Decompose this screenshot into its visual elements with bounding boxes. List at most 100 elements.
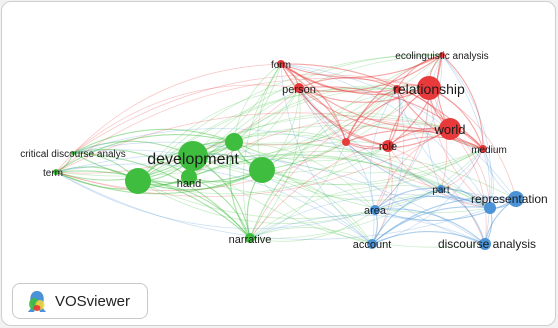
link-narrative-world [249,128,451,239]
node-r_small[interactable] [342,138,350,146]
link-g_small-role [233,141,389,162]
link-medium-r_form2 [396,88,484,150]
link-narrative-medium [249,148,484,239]
node-critical[interactable] [71,151,75,155]
link-term-medium [55,112,484,173]
link-ecolinguistic-r_small [345,54,443,143]
link-term-account [55,163,373,245]
node-g_big[interactable] [125,168,151,194]
link-ecolinguistic-discourse [441,54,491,245]
vosviewer-logo-badge: VOSviewer [12,283,148,319]
node-account[interactable] [367,239,377,249]
link-r_form2-account [371,88,405,245]
label-medium[interactable]: medium [471,145,507,156]
label-development[interactable]: development [147,151,239,168]
node-g_mid[interactable] [249,157,275,183]
link-development-medium [192,148,484,185]
label-discourse[interactable]: discourse analysis [438,237,536,251]
link-representation-area [374,198,517,222]
link-narrative-relationship [249,87,430,239]
node-narrative[interactable] [245,233,255,243]
link-development-ecolinguistic [192,54,443,157]
node-ecolinguistic[interactable] [439,52,445,58]
link-world-r_small [345,128,451,149]
node-area[interactable] [370,205,380,215]
label-representation[interactable]: representation [471,192,548,206]
node-relationship[interactable] [417,76,441,100]
label-part[interactable]: part [432,185,449,196]
link-g_mid-account [261,169,373,245]
label-account[interactable]: account [353,239,392,251]
label-critical[interactable]: critical discourse analys [20,149,126,160]
link-account-b_small [371,206,491,245]
node-person[interactable] [294,83,304,93]
node-medium[interactable] [479,145,487,153]
link-part-area [374,187,442,211]
link-ecolinguistic-r_form2 [396,54,443,90]
node-term[interactable] [53,169,59,175]
node-representation[interactable] [508,191,524,207]
link-g_small-relationship [233,87,430,146]
link-term-narrative [55,170,251,239]
label-role[interactable]: role [379,141,397,153]
link-development-account [192,155,373,245]
link-form-r_form2 [280,63,398,93]
link-hand-term [55,171,190,190]
node-hand[interactable] [181,169,197,185]
node-form[interactable] [277,60,285,68]
link-medium-part [440,148,484,190]
link-r_small-r_form2 [345,88,398,143]
node-discourse[interactable] [479,238,491,250]
label-area[interactable]: area [364,205,387,217]
link-g_mid-role [261,141,389,171]
label-hand[interactable]: hand [177,178,201,190]
link-world-area [374,128,451,211]
link-person-ecolinguistic [298,54,443,93]
label-narrative[interactable]: narrative [229,234,272,246]
link-role-b_small [387,145,491,209]
label-relationship[interactable]: relationship [393,81,465,97]
link-development-role [192,145,389,174]
link-person-representation [298,87,517,200]
link-g_mid-form [257,63,282,171]
link-hand-medium [188,148,484,198]
label-person[interactable]: person [282,84,316,96]
link-hand-narrative [188,176,251,239]
node-development[interactable] [178,141,208,171]
link-person-role [298,87,389,147]
link-area-discourse [374,208,486,245]
link-g_big-role [137,145,389,195]
link-relationship-representation [428,87,517,200]
link-ecolinguistic-area [374,54,443,211]
link-world-form [280,63,451,130]
link-g_small-narrative [229,141,251,239]
link-person-r_form2 [298,77,398,90]
link-medium-account [371,148,484,245]
label-form[interactable]: form [271,60,291,71]
link-r_form2-area [370,88,398,211]
link-term-b_small [55,171,491,240]
node-b_small[interactable] [484,202,496,214]
label-world[interactable]: world [433,122,465,137]
node-part[interactable] [437,185,445,193]
node-g_small[interactable] [225,133,243,151]
label-term[interactable]: term [43,168,63,179]
link-narrative-area [249,209,376,242]
link-person-medium [298,86,484,150]
link-narrative-ecolinguistic [249,54,443,239]
label-ecolinguistic[interactable]: ecolinguistic analysis [395,51,488,62]
link-term-r_small [55,141,347,192]
link-person-r_small [298,87,347,143]
node-role[interactable] [382,140,394,152]
node-r_form2[interactable] [393,85,401,93]
link-world-discourse [449,128,487,245]
link-hand-world [188,118,451,178]
link-development-r_form2 [192,88,398,158]
link-form-representation [280,63,517,200]
node-world[interactable] [439,118,461,140]
link-part-discourse [440,188,486,245]
link-hand-part [188,154,442,190]
link-g_mid-relationship [261,87,430,171]
